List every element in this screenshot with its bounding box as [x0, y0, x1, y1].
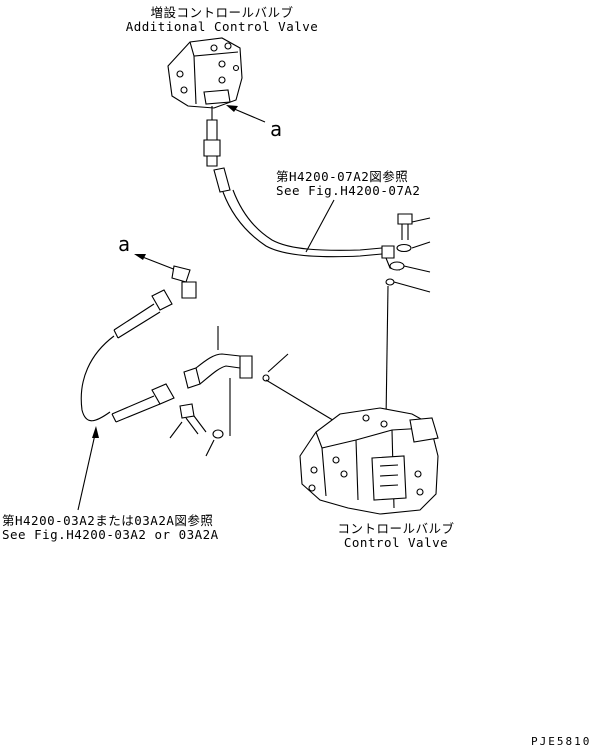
reference-03a2-jp: 第H4200-03A2または03A2A図参照 [2, 513, 214, 528]
callout-arrow-a-top [226, 105, 266, 123]
leader-ref-07 [305, 199, 335, 253]
tube-assembly [183, 326, 270, 436]
hose-assembly-07a2 [213, 167, 401, 271]
callout-a-left: a [118, 232, 131, 256]
reference-07a2-en: See Fig.H4200-07A2 [276, 183, 421, 198]
drawing-number: PJE5810 [531, 735, 592, 748]
leader-to-control-valve [265, 379, 337, 423]
control-valve-label-en: Control Valve [343, 535, 449, 550]
bolt-and-washers [385, 213, 413, 286]
leader-lines-right [385, 217, 431, 421]
additional-control-valve [167, 37, 243, 109]
elbow-fitting-left [171, 265, 197, 299]
callout-arrow-a-left [134, 254, 177, 271]
leader-tube-oring [267, 353, 289, 373]
bolt-and-washer-left [169, 403, 224, 457]
control-valve [299, 407, 439, 515]
additional-valve-label-en: Additional Control Valve [125, 19, 319, 34]
control-valve-label-jp: コントロールバルブ [337, 521, 455, 536]
reference-03a2-en: See Fig.H4200-03A2 or 03A2A [2, 527, 219, 542]
callout-arrow-ref-03 [77, 426, 99, 511]
reference-07a2-jp: 第H4200-07A2図参照 [276, 169, 409, 184]
additional-valve-label-jp: 増設コントロールバルブ [150, 5, 294, 20]
valve-outlet-elbow [203, 106, 221, 167]
hose-assembly-03a2 [80, 289, 175, 423]
callout-a-top: a [270, 117, 283, 141]
